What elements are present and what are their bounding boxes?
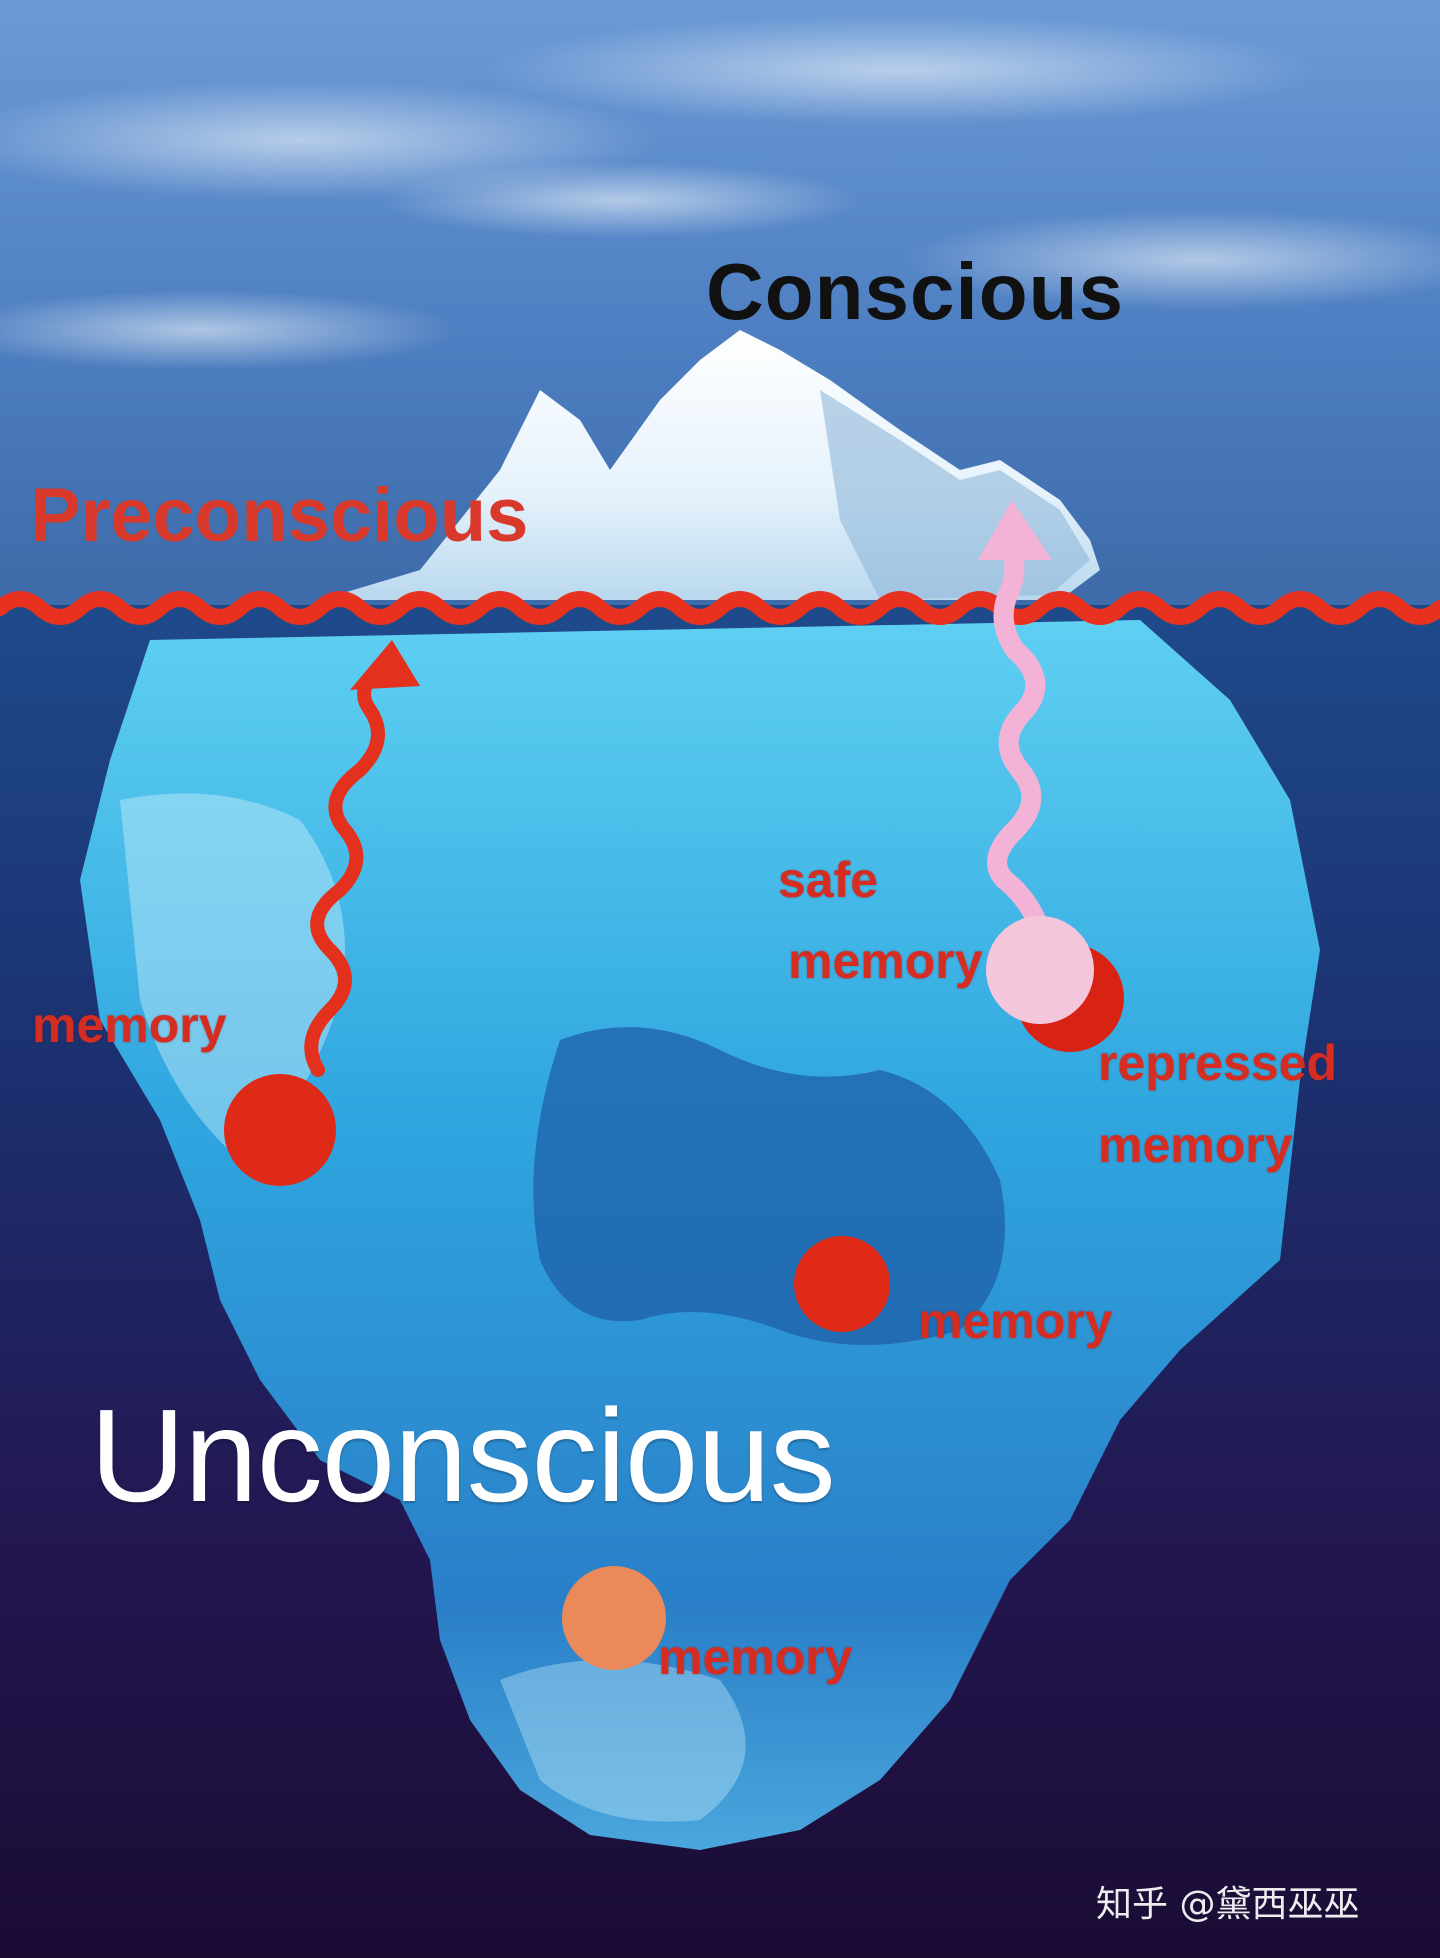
memory-rise-arrow <box>304 663 385 1077</box>
iceberg-highlight <box>500 1660 746 1822</box>
cloud <box>900 210 1440 310</box>
iceberg-shadow <box>533 1027 1005 1345</box>
preconscious-label: Preconscious <box>30 473 529 558</box>
cloud <box>380 162 860 238</box>
memory-dot-bottom <box>562 1566 666 1670</box>
safe-memory-dot <box>986 916 1094 1024</box>
safe-memory-arrow <box>987 530 1050 940</box>
unconscious-label: Unconscious <box>90 1382 836 1529</box>
safe-label: safe <box>778 852 879 908</box>
memory-dot-left <box>224 1074 336 1186</box>
cloud <box>480 15 1320 125</box>
conscious-label: Conscious <box>706 247 1124 336</box>
repressed-label: repressed <box>1098 1035 1338 1091</box>
memory-label-middle: memory <box>918 1293 1113 1349</box>
memory-dot-middle <box>794 1236 890 1332</box>
watermark: 知乎 @黛西巫巫 <box>1096 1884 1360 1925</box>
arrow-head <box>350 640 420 690</box>
repressed-memory-label: memory <box>1098 1117 1293 1173</box>
memory-label-bottom: memory <box>658 1629 853 1685</box>
arrow-head <box>978 500 1052 560</box>
memory-label-left: memory <box>32 997 227 1053</box>
iceberg-highlight <box>120 793 345 1160</box>
cloud <box>0 290 460 370</box>
safe-memory-label: memory <box>788 933 983 989</box>
waterline <box>0 591 1440 625</box>
